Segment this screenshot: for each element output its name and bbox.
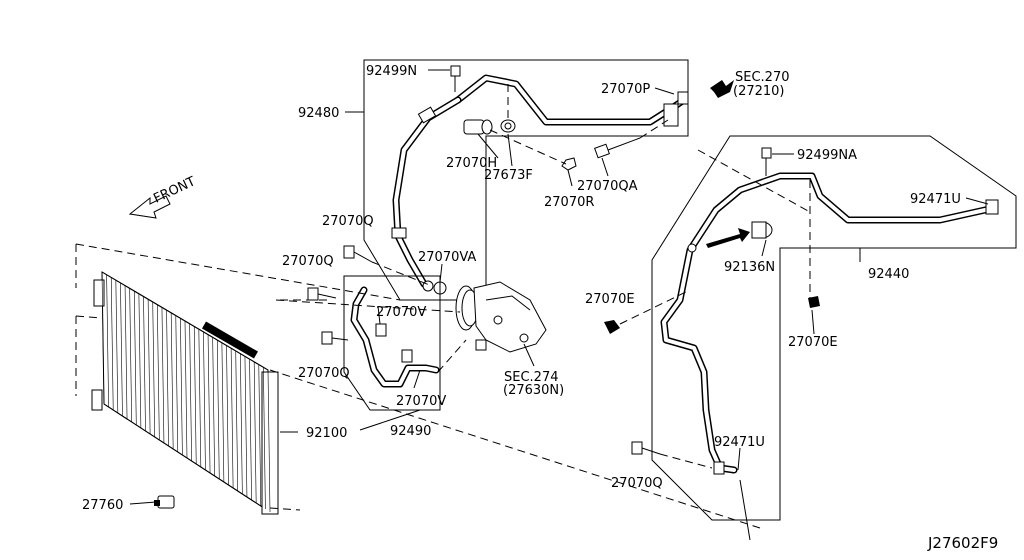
condenser-fin-line [157,304,160,441]
nut-27070r [561,157,577,171]
label-27070v-1: 27070V [376,305,426,320]
condenser-fin-line [189,323,192,462]
label-27070r: 27070R [544,195,594,210]
bolt-27070q-bottom [631,441,661,455]
condenser-fin-line [193,326,197,465]
fitting-27070h [463,119,493,135]
condenser-fin-line [124,285,128,420]
condenser-fin-line [147,299,151,435]
condenser-fin-line [129,288,132,423]
clip-27070e-right [808,296,820,308]
label-27070v-2: 27070V [396,394,446,409]
label-92440: 92440 [868,267,909,282]
condenser-fin-line [138,293,142,429]
condenser-fin-line [267,369,271,513]
condenser-fin-line [101,271,105,405]
condenser-fin-line [198,329,202,468]
condenser-fin-line [184,320,188,459]
front-arrow-icon [128,195,171,219]
condenser-fin-line [212,337,215,477]
condenser-fin-line [120,282,123,417]
condenser-fin-line [226,345,229,486]
bolt-27070qa [594,137,641,159]
sec270-arrow-icon [710,80,734,98]
label-27070q-3: 27070Q [298,366,350,381]
assembly-box-92440 [651,135,1017,521]
condenser-fin-line [230,348,234,489]
label-27070q-4: 27070Q [611,476,663,491]
label-92136n: 92136N [724,260,775,275]
bolt-27070q-2 [307,287,337,301]
front-label: FRONT [151,174,198,206]
diagram-ref-code: J27602F9 [927,534,998,552]
condenser-fin-line [180,318,183,456]
label-27070q-1: 27070Q [322,214,374,229]
assembly-box-92490 [343,275,441,411]
suction-pipe [660,172,999,475]
label-92471u-top: 92471U [910,192,961,207]
label-27070qa: 27070QA [577,179,638,194]
valve-cap-92499n [450,65,461,77]
label-27760: 27760 [82,498,123,513]
compressor [455,281,547,353]
label-27070h: 27070H [446,156,497,171]
assembly-box-92480 [363,59,689,301]
clip-27070e-left [604,320,620,334]
bolt-27070q-3 [321,331,349,345]
condenser-fin-line [161,307,165,444]
pressure-switch-92136n [751,221,773,239]
condenser-fin-line [263,367,266,510]
condenser-fin-line [258,364,262,507]
sensor-27760 [154,495,175,509]
condenser-fin-line [221,342,225,483]
label-27070q-2: 27070Q [282,254,334,269]
valve-cap-92499na [761,147,772,159]
label-sec274-sub: (27630N) [503,383,564,398]
label-27070va: 27070VA [418,250,476,265]
leader-lines-left [129,263,443,505]
condenser-fin-line [143,296,146,432]
o-ring-27673f [500,119,516,133]
dashed-reference-lines [75,243,761,541]
label-sec270-sub: (27210) [733,84,785,99]
condenser-fin-line [170,312,174,450]
bolt-27070q-1 [343,245,373,263]
condenser-fin-line [115,280,119,414]
switch-arrow-icon [706,228,750,248]
condenser-fin-line [207,334,211,474]
liquid-pipe [350,286,440,388]
label-92499na: 92499NA [797,148,857,163]
label-27673f: 27673F [484,168,533,183]
condenser-fin-line [240,353,243,495]
condenser-fin-line [152,301,156,438]
label-27070p: 27070P [601,82,650,97]
condenser-fin-line [203,331,206,471]
leader-lines-right [619,149,989,471]
label-92499n: 92499N [366,64,417,79]
label-sec270: SEC.270 [735,70,790,85]
condenser-fin-line [253,361,257,504]
label-92480: 92480 [298,106,339,121]
label-92471u-bottom: 92471U [714,435,765,450]
label-92490: 92490 [390,424,431,439]
condenser-fin-line [249,359,252,501]
condenser-fin-line [106,274,109,408]
condenser-fin-line [175,315,179,453]
condenser-fins [101,271,271,513]
leader-lines-upper [345,69,675,187]
leader-sec274 [523,343,535,367]
label-27070e-2: 27070E [788,335,838,350]
label-92100: 92100 [306,426,347,441]
label-27070e-1: 27070E [585,292,635,307]
o-ring-27070va [422,280,447,295]
condenser-fin-line [110,277,114,411]
condenser-fin-line [235,350,239,492]
condenser-fin-line [244,356,248,498]
condenser-fin-line [166,310,169,447]
condenser-fin-line [133,291,137,426]
label-sec274: SEC.274 [504,370,559,385]
condenser-fin-line [216,340,220,480]
